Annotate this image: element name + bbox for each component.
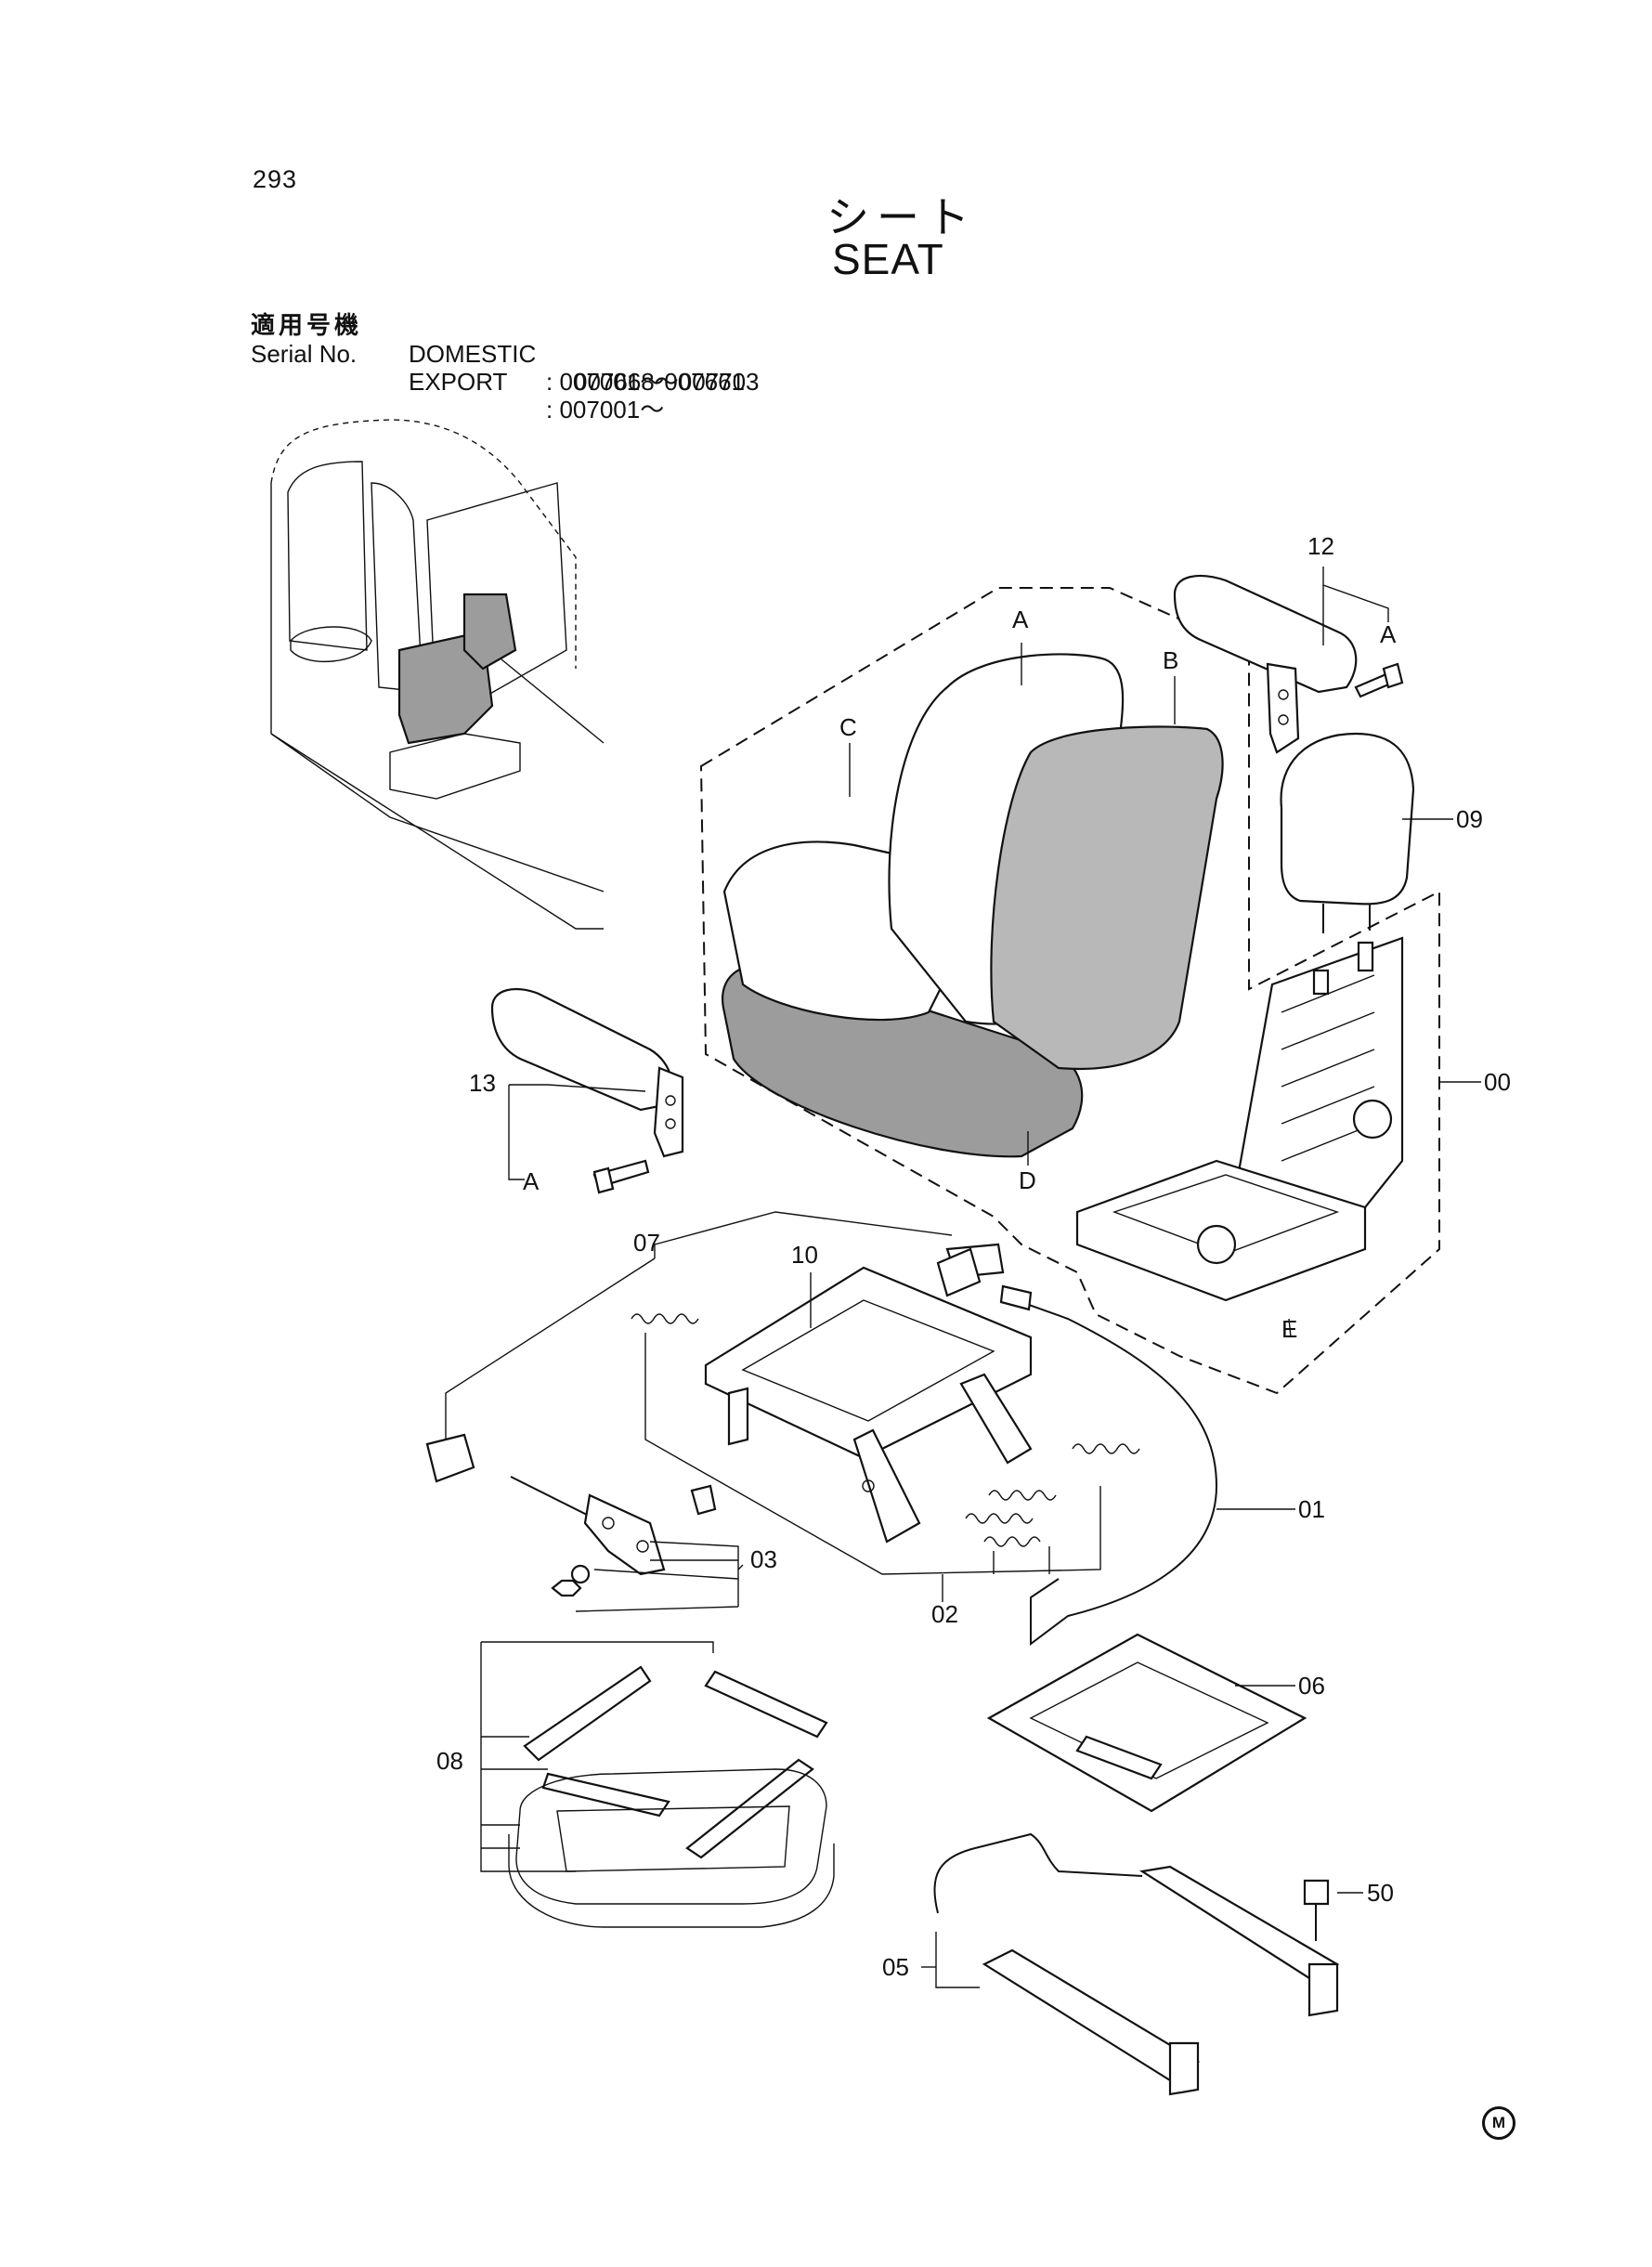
serial-separator: : <box>546 396 553 423</box>
serial-market-export: EXPORT <box>409 368 508 396</box>
callout-01: 01 <box>1298 1495 1325 1523</box>
cab-overview-illustration <box>270 419 605 930</box>
slide-base <box>986 1633 1307 1813</box>
callout-07: 07 <box>633 1229 660 1257</box>
callout-13: 13 <box>469 1069 496 1097</box>
leader-lines <box>445 567 1481 1988</box>
callout-A-left: A <box>523 1167 540 1195</box>
callout-05: 05 <box>882 1953 909 1981</box>
callout-12: 12 <box>1307 532 1334 560</box>
callout-B: B <box>1163 646 1178 674</box>
release-cable <box>999 1284 1218 1646</box>
serial-applicability: 適用号機 DOMESTIC : 007001～007661 Serial No.… <box>251 284 760 423</box>
callout-09: 09 <box>1456 805 1483 833</box>
title-english: SEAT <box>832 235 944 283</box>
bolt <box>1303 1879 1330 1941</box>
callout-00: 00 <box>1484 1068 1511 1096</box>
serial-market-domestic: DOMESTIC <box>409 340 537 368</box>
mounting-plates <box>508 1665 835 1928</box>
callout-A-seat: A <box>1012 606 1029 633</box>
armrest-left <box>490 987 684 1194</box>
slide-rails <box>933 1832 1340 2096</box>
title-japanese: シート <box>826 192 977 242</box>
callout-10: 10 <box>791 1241 818 1269</box>
armrest-right <box>1173 574 1404 754</box>
suspension-frame <box>704 1243 1033 1544</box>
page-number: 293 <box>253 165 298 193</box>
serial-separator: : <box>546 368 553 396</box>
callout-D: D <box>1019 1166 1036 1194</box>
callout-08: 08 <box>436 1747 463 1775</box>
callout-03: 03 <box>750 1545 777 1573</box>
callout-50: 50 <box>1367 1879 1394 1907</box>
stopper-blocks <box>425 1247 982 1483</box>
callout-E: E <box>1281 1315 1297 1343</box>
seat-body <box>722 653 1224 1158</box>
seat-assembly-boundary <box>699 587 1440 1395</box>
serial-range: 007001～007661 <box>559 368 745 396</box>
callout-C: C <box>839 713 857 741</box>
serial-range: 007668～007703 <box>574 368 760 396</box>
serial-label-japanese: 適用号機 <box>251 312 363 340</box>
springs <box>631 1313 1140 1547</box>
bracket-assembly <box>510 1476 717 1597</box>
headrest <box>1280 732 1415 933</box>
serial-range: 007001～ <box>559 396 665 423</box>
callout-06: 06 <box>1298 1672 1325 1700</box>
callout-A-top: A <box>1380 620 1397 648</box>
seat-frame <box>1075 936 1404 1302</box>
footer-mark-circled-m: M <box>1482 2106 1515 2140</box>
serial-label-english: Serial No. <box>251 340 358 368</box>
callout-02: 02 <box>931 1600 958 1628</box>
